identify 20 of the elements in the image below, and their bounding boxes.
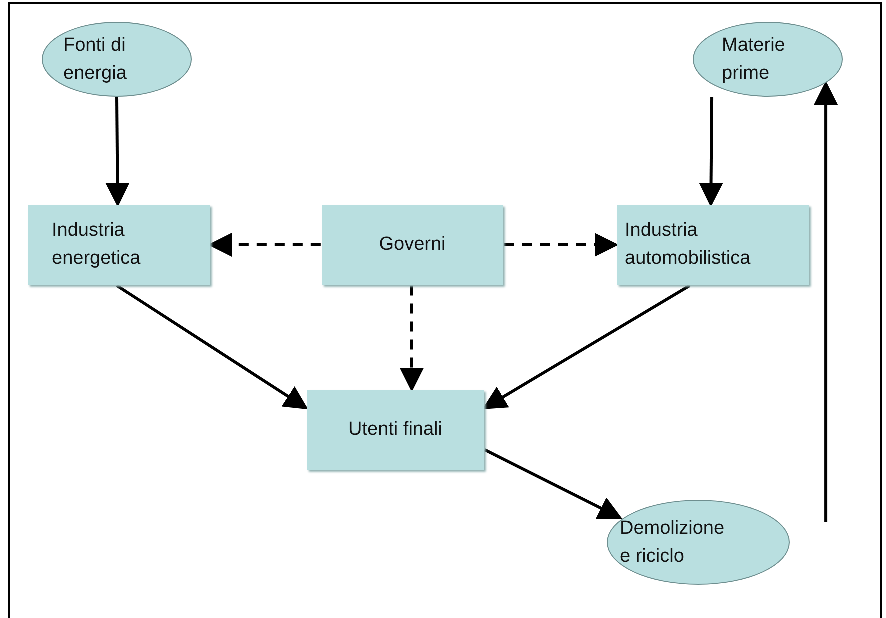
dashed-arrow xyxy=(504,233,619,257)
arrow xyxy=(814,81,838,522)
node-label: Demolizione e riciclo xyxy=(619,516,726,568)
process-box xyxy=(28,205,210,285)
dashed-arrow xyxy=(400,286,424,392)
node-label: Fonti di energia xyxy=(62,34,128,86)
process-box xyxy=(617,205,809,285)
arrow xyxy=(106,96,130,208)
arrow xyxy=(484,448,623,520)
arrow xyxy=(116,284,308,410)
node-label: Industria automobilistica xyxy=(624,219,752,271)
node-label: Governi xyxy=(378,233,447,257)
arrow xyxy=(699,96,724,208)
node-label: Industria energetica xyxy=(51,219,142,271)
dashed-arrow xyxy=(208,233,321,257)
process-box xyxy=(307,390,484,470)
arrow xyxy=(482,284,691,410)
process-box xyxy=(322,205,503,285)
node-label: Utenti finali xyxy=(348,418,444,442)
node-label: Materie prime xyxy=(721,34,786,86)
